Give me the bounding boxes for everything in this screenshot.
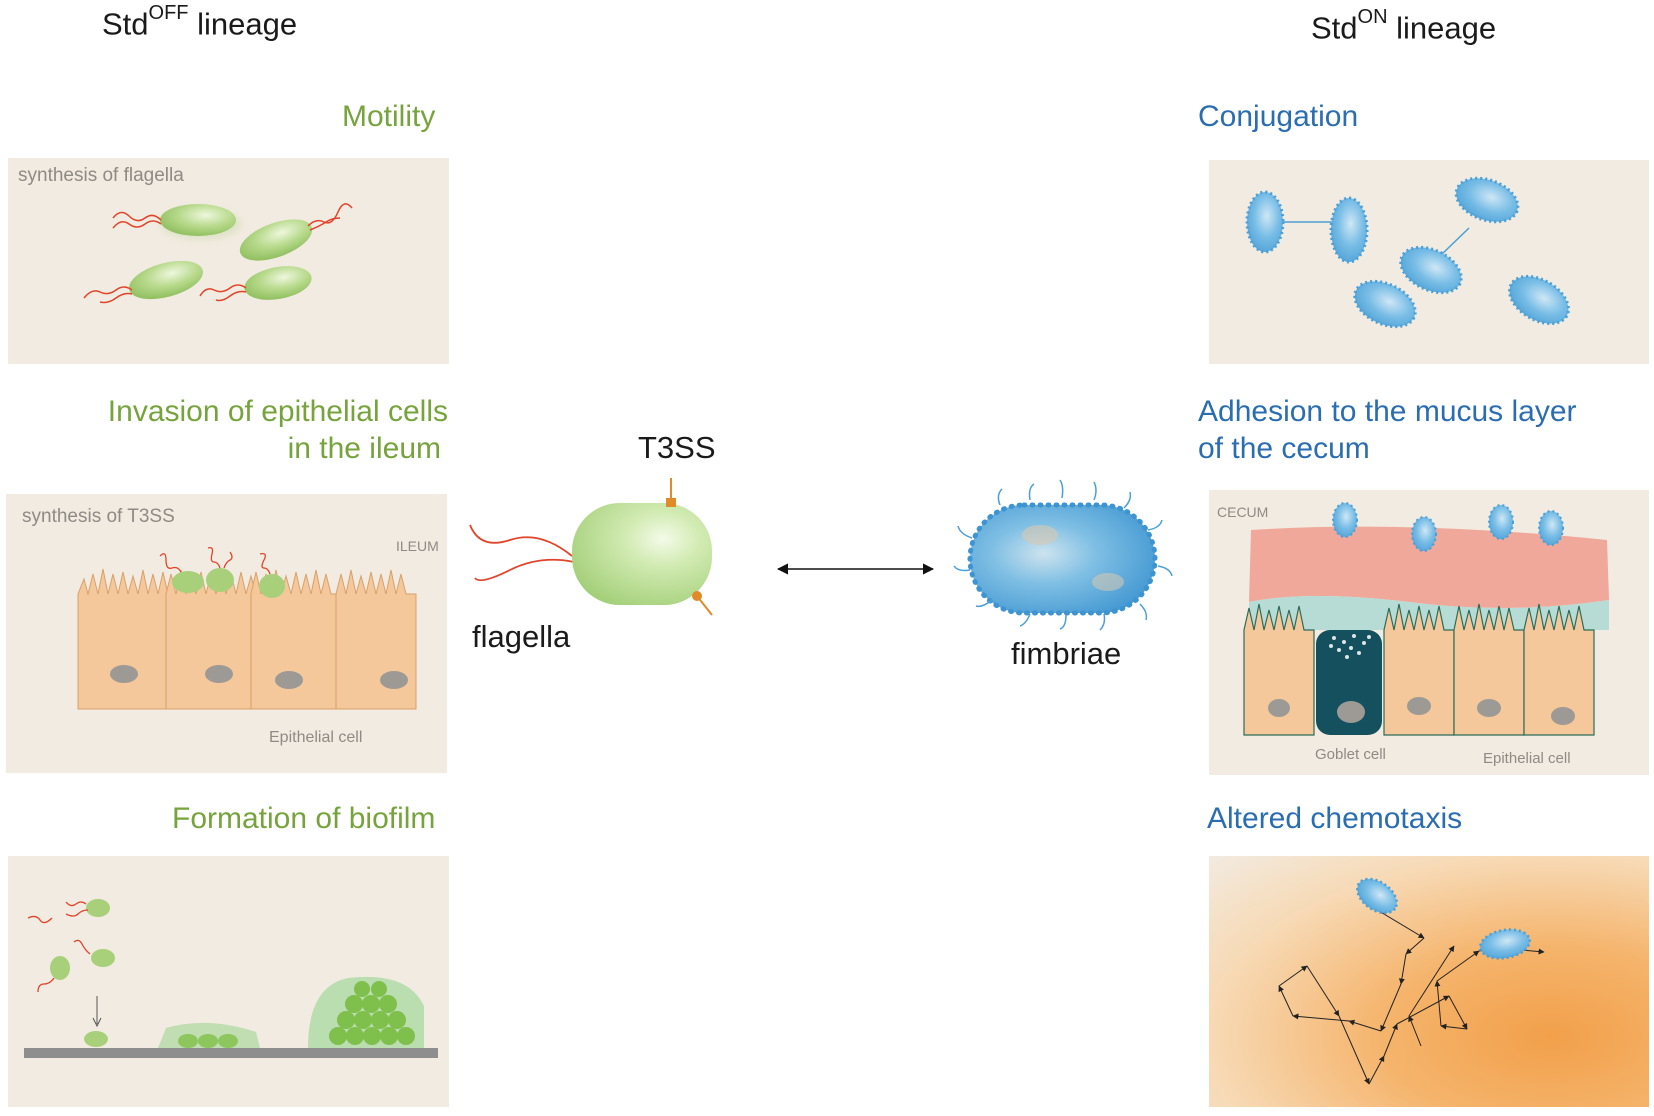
attached-bacterium [84, 1031, 108, 1047]
microcolony [158, 1022, 260, 1048]
motility-illustration [83, 203, 353, 304]
goblet-cell-label: Goblet cell [1315, 746, 1386, 763]
ileum-label: ILEUM [396, 538, 439, 554]
flagellated-bacterium [239, 203, 353, 261]
planktonic-bacteria [27, 899, 115, 993]
chemotaxing-bacteria [1356, 877, 1531, 960]
flagella-label: flagella [472, 619, 571, 654]
motility-panel-label: synthesis of flagella [18, 165, 184, 186]
std-on-bacterium [953, 479, 1173, 631]
std-on-superscript: ON [1357, 6, 1388, 28]
std-off-main: Std [102, 6, 149, 42]
motility-title: Motility [342, 100, 436, 133]
conjugation-illustration [1245, 176, 1570, 329]
flagellated-bacterium [112, 204, 241, 239]
flagellum [474, 558, 575, 582]
flagellum [469, 524, 573, 557]
chemotaxis-panel [1209, 856, 1649, 1107]
invasion-title-line2: in the ileum [287, 432, 441, 465]
std-off-tail: lineage [188, 6, 298, 42]
invading-bacteria [159, 546, 285, 598]
green-cell-body [572, 503, 712, 605]
surface [24, 1048, 438, 1058]
biofilm-illustration [24, 899, 438, 1058]
epithelial-cell-label: Epithelial cell [269, 729, 363, 746]
adhesion-title-line1: Adhesion to the mucus layer [1198, 395, 1577, 428]
conjugation-pilus [1440, 227, 1470, 256]
invasion-panel: synthesis of T3SS ILEUM Epithelial cell [6, 494, 447, 773]
adherent-bacteria [1332, 502, 1564, 552]
mature-biofilm [308, 976, 424, 1048]
cecum-label: CECUM [1217, 504, 1269, 520]
biofilm-title: Formation of biofilm [172, 802, 436, 835]
std-off-header: StdOFF lineage [102, 2, 298, 42]
motility-panel: synthesis of flagella [8, 158, 449, 364]
blue-cell-body [970, 505, 1155, 613]
biofilm-panel [8, 856, 449, 1107]
goblet-cell [1316, 630, 1382, 735]
cecum-epithelial-label: Epithelial cell [1483, 750, 1571, 767]
std-on-tail: lineage [1387, 10, 1497, 46]
outer-mucus-layer [1249, 526, 1609, 609]
invasion-title-line1: Invasion of epithelial cells [107, 395, 448, 428]
std-off-bacterium [469, 478, 713, 616]
epithelial-cells [77, 568, 417, 710]
fimbriated-bacteria [1245, 176, 1570, 329]
flagellated-bacterium [199, 266, 312, 302]
invasion-illustration [77, 546, 417, 710]
conjugation-title: Conjugation [1198, 100, 1359, 133]
std-off-superscript: OFF [148, 2, 189, 24]
cecum-epithelial-cells [1243, 603, 1595, 736]
flagellated-bacterium [83, 260, 203, 304]
std-on-header: StdON lineage [1311, 6, 1497, 46]
adhesion-title-line2: of the cecum [1198, 432, 1370, 465]
std-on-main: Std [1311, 10, 1358, 46]
t3ss-label: T3SS [638, 430, 716, 465]
conjugation-panel [1209, 160, 1649, 364]
fimbriae [967, 502, 1158, 616]
adhesion-panel: CECUM Goblet cell Epithelial cell [1209, 490, 1649, 775]
invasion-panel-label: synthesis of T3SS [22, 506, 175, 527]
fimbriae-label: fimbriae [1011, 636, 1122, 671]
chemotaxis-illustration [1278, 877, 1545, 1085]
cecum-illustration [1243, 502, 1609, 736]
chemotaxis-title: Altered chemotaxis [1207, 802, 1463, 835]
